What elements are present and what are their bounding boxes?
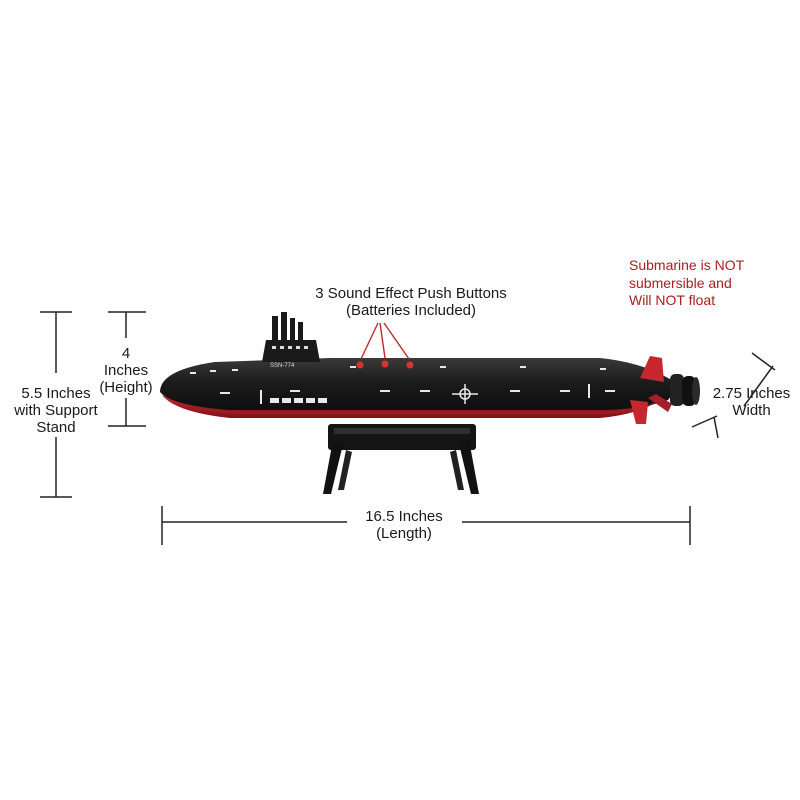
sound-buttons <box>356 360 414 369</box>
button-pointers <box>360 322 410 360</box>
overall-height-label: 5.5 Inches with Support Stand <box>0 385 112 436</box>
sound-buttons-label: 3 Sound Effect Push Buttons (Batteries I… <box>296 285 526 319</box>
dimension-lines <box>40 311 776 545</box>
black-hull <box>160 358 680 410</box>
warning-line2: submersible and <box>629 274 732 291</box>
width-label: 2.75 Inches Width <box>703 385 800 419</box>
support-stand <box>323 424 479 494</box>
hull-marking: SSN-774 <box>270 363 295 369</box>
height-caption: (Height) <box>99 379 153 396</box>
sound-buttons-title: 3 Sound Effect Push Buttons <box>315 285 507 302</box>
overall-height-value: 5.5 Inches <box>21 385 91 402</box>
sound-buttons-subtitle: (Batteries Included) <box>345 302 477 319</box>
length-value: 16.5 Inches <box>365 508 443 525</box>
width-caption: Width <box>732 402 771 419</box>
stern <box>630 356 700 424</box>
height-value: 4 <box>121 345 131 362</box>
crosshair-mark <box>452 384 478 404</box>
warning-line3: Will NOT float <box>629 292 716 308</box>
height-unit: Inches <box>103 362 149 379</box>
warning-line1: Submarine is NOT <box>629 257 745 273</box>
overall-height-line3: Stand <box>36 419 76 436</box>
length-label: 16.5 Inches (Length) <box>348 508 460 542</box>
width-value: 2.75 Inches <box>712 385 791 402</box>
sail <box>262 312 320 362</box>
height-label: 4 Inches (Height) <box>92 345 160 396</box>
overall-height-line2: with Support <box>14 402 98 419</box>
hull-details <box>190 366 615 404</box>
warning-note: Submarine is NOT submersible and Will NO… <box>629 257 744 310</box>
length-caption: (Length) <box>376 525 432 542</box>
